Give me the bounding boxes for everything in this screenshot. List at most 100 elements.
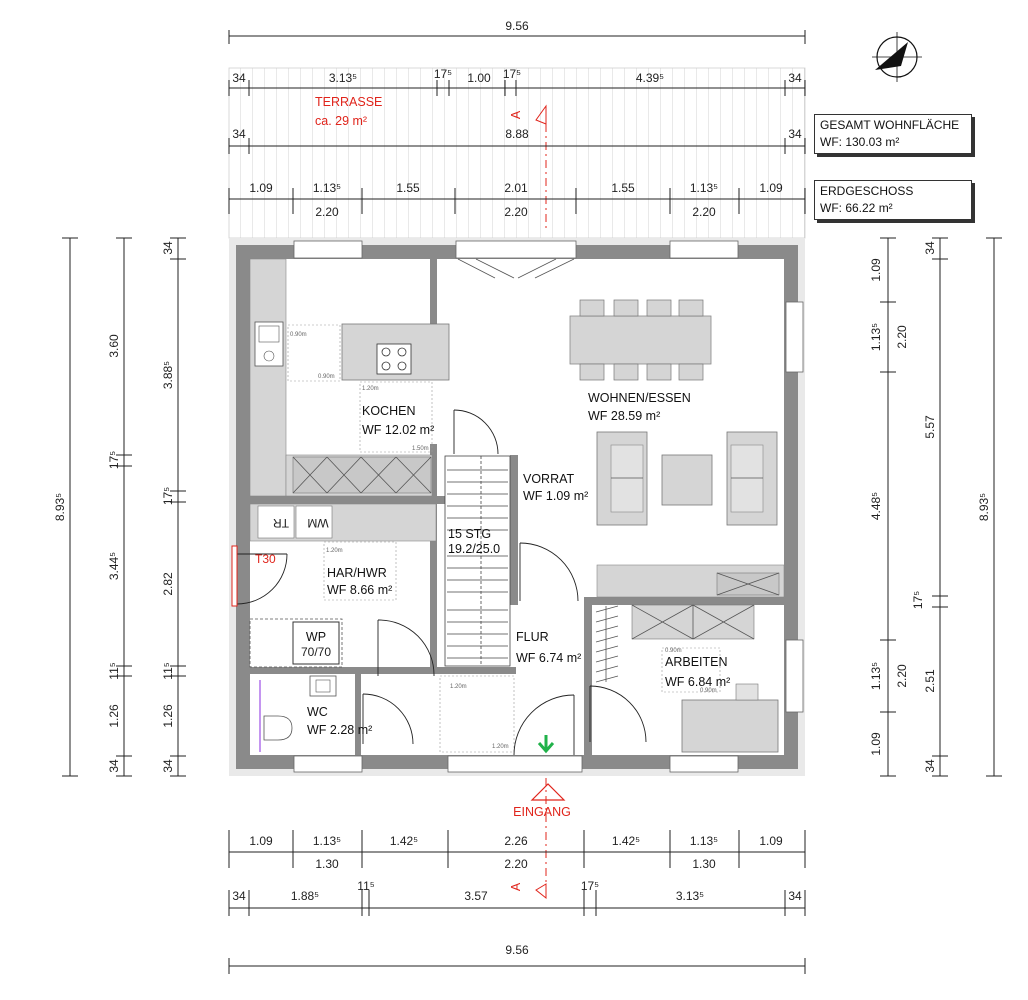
dim-right-c: 34: [923, 241, 937, 255]
clearance-label: 0.90m: [665, 648, 682, 654]
dim-right-a: 1.09: [869, 732, 883, 756]
dim-top-r4: 2.20: [315, 205, 339, 219]
room-kochen-name: KOCHEN: [362, 404, 415, 418]
compass-icon: [872, 32, 922, 82]
dim-left-b: 3.88⁵: [161, 361, 175, 389]
dim-top-r1: 3.13⁵: [329, 71, 357, 85]
floor-area-value: WF: 66.22 m²: [820, 201, 893, 215]
dim-bot-r1: 1.13⁵: [313, 834, 341, 848]
total-area-title: GESAMT WOHNFLÄCHE: [820, 118, 960, 132]
wc-basin: [309, 675, 337, 697]
clearance-label: 0.90m: [290, 332, 307, 338]
clearance-label: 1.20m: [326, 548, 343, 554]
dim-left-b: 11⁵: [161, 662, 175, 679]
interior-walls: [250, 259, 784, 755]
dim-top-r3: 1.09: [249, 181, 273, 195]
dim-top-r1: 34: [232, 71, 246, 85]
dim-left-total: 8.93⁵: [53, 493, 67, 521]
dim-left-b: 17⁵: [161, 487, 175, 505]
dim-bot-r3: 17⁵: [581, 879, 599, 893]
room-vorrat-name: VORRAT: [523, 472, 575, 486]
dim-right-a: 1.09: [869, 258, 883, 282]
coffee-table: [661, 454, 713, 506]
windows-top: [293, 240, 739, 259]
dim-top-r1: 34: [788, 71, 802, 85]
dim-left-b: 34: [161, 241, 175, 255]
staircase: [444, 455, 511, 667]
dim-left-a: 11⁵: [107, 662, 121, 679]
clearance-label: 1.20m: [450, 684, 467, 690]
section-marker-bottom: A: [509, 882, 523, 891]
entrance-marker: [530, 783, 566, 801]
dim-right-b: 2.51: [923, 669, 937, 693]
dim-bot-r2: 1.30: [692, 857, 716, 871]
dim-left-a: 34: [107, 759, 121, 773]
dim-bot-r1: 1.09: [759, 834, 783, 848]
dim-top-r1: 1.00: [467, 71, 491, 85]
dim-right-a: 1.13⁵: [869, 323, 883, 351]
dim-top-r3: 1.13⁵: [690, 181, 718, 195]
dim-bot-r3: 34: [788, 889, 802, 903]
sink: [254, 321, 284, 367]
t30-label: T30: [255, 552, 276, 566]
doors: [236, 409, 647, 756]
clearance-label: 1.20m: [362, 386, 379, 392]
dim-right-a: 1.13⁵: [869, 662, 883, 690]
dim-bot-r3: 3.57: [464, 889, 488, 903]
dim-bot-r2: 2.20: [504, 857, 528, 871]
stairs-rise: 19.2/25.0: [448, 542, 500, 556]
kitchen-counter: [249, 258, 287, 497]
cooktop: [376, 343, 412, 375]
dim-bot-r3: 1.88⁵: [291, 889, 319, 903]
dim-right-b: 2.20: [895, 325, 909, 349]
wp-size-label: 70/70: [301, 645, 331, 659]
dim-right-b: 17⁵: [911, 591, 925, 609]
dim-left-b: 1.26: [161, 704, 175, 728]
total-area-box: GESAMT WOHNFLÄCHE WF: 130.03 m²: [814, 114, 972, 154]
dim-top-r1: 17⁵: [503, 67, 521, 81]
dim-bot-r1: 1.42⁵: [612, 834, 640, 848]
dining-chairs: [579, 299, 704, 381]
room-kochen-area: WF 12.02 m²: [362, 423, 434, 437]
room-har-name: HAR/HWR: [327, 566, 387, 580]
clearance-label: 1.50m: [412, 446, 429, 452]
dim-top-r3: 1.55: [611, 181, 635, 195]
dim-right-a: 4.48⁵: [869, 492, 883, 520]
dim-left-a: 3.60: [107, 334, 121, 358]
dim-bot-r2: 1.30: [315, 857, 339, 871]
dim-bot-r3: 34: [232, 889, 246, 903]
dim-top-r1: 4.39⁵: [636, 71, 664, 85]
section-marker-top: A: [509, 110, 523, 119]
desk: [681, 699, 779, 753]
dim-left-a: 17⁵: [107, 451, 121, 469]
dim-left-b: 2.82: [161, 572, 175, 596]
exterior-walls: [236, 245, 798, 769]
terrace-name: TERRASSE: [315, 95, 382, 109]
dim-bot-total: 9.56: [505, 943, 529, 957]
dim-right-c: 34: [923, 759, 937, 773]
dim-top-r2: 34: [232, 127, 246, 141]
wm-label: WM: [307, 516, 328, 530]
dim-top-r4: 2.20: [504, 205, 528, 219]
room-flur-area: WF 6.74 m²: [516, 651, 581, 665]
dim-top-r3: 1.13⁵: [313, 181, 341, 195]
room-vorrat-area: WF 1.09 m²: [523, 489, 588, 503]
heat-pump: [292, 621, 340, 665]
wardrobe: [595, 605, 619, 683]
dim-left-a: 3.44⁵: [107, 552, 121, 580]
dim-left-b: 34: [161, 759, 175, 773]
dining-table: [569, 315, 712, 365]
dim-top-r4: 2.20: [692, 205, 716, 219]
room-arbeiten-area: WF 6.84 m²: [665, 675, 730, 689]
windows-right: [785, 301, 804, 713]
wp-label: WP: [306, 630, 326, 644]
dim-top-r3: 2.01: [504, 181, 528, 195]
room-flur-name: FLUR: [516, 630, 549, 644]
dim-right-total: 8.93⁵: [977, 493, 991, 521]
entrance-arrow-icon: [537, 735, 555, 754]
floor-area-box: ERDGESCHOSS WF: 66.22 m²: [814, 180, 972, 220]
room-har-area: WF 8.66 m²: [327, 583, 392, 597]
dim-bot-r1: 1.09: [249, 834, 273, 848]
dim-top-r1: 17⁵: [434, 67, 452, 81]
room-wohnen-name: WOHNEN/ESSEN: [588, 391, 691, 405]
